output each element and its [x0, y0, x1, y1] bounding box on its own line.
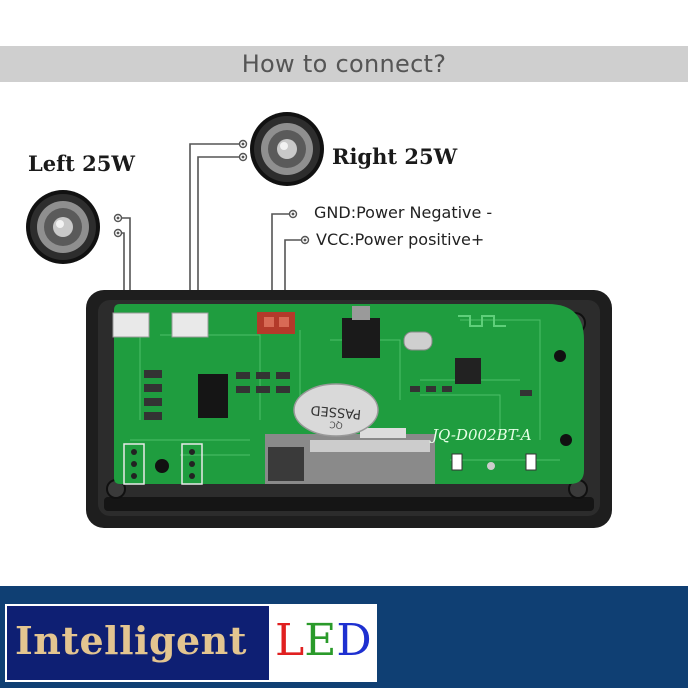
right-wire-b	[197, 156, 240, 292]
antenna-trace	[458, 315, 506, 327]
amp-chip	[198, 374, 228, 418]
gnd-wire	[271, 213, 290, 292]
page-title: How to connect?	[241, 50, 447, 78]
crystal	[403, 331, 433, 351]
terminal-dots	[113, 139, 310, 245]
brand-letter-e: E	[304, 615, 337, 666]
ir-receiver	[155, 459, 169, 473]
vcc-label: VCC:Power positive+	[316, 230, 485, 249]
right-wire-a	[189, 143, 240, 292]
power-connector	[257, 312, 295, 334]
pcb-board: PASSED QC JQ-D002BT-A	[112, 304, 584, 485]
regulator-chip	[342, 318, 380, 358]
left-speaker-icon	[26, 190, 100, 264]
left-speaker-label: Left 25W	[28, 151, 135, 176]
board-model-label: JQ-D002BT-A	[429, 426, 532, 444]
header-pins-right	[181, 443, 203, 485]
brand-footer: Intelligent LED	[0, 586, 688, 688]
brand-word-intelligent: Intelligent	[15, 618, 247, 663]
right-speaker-connector	[171, 312, 209, 338]
header-pins-left	[123, 443, 145, 485]
right-speaker-label: Right 25W	[332, 144, 458, 169]
passed-sticker: PASSED QC	[293, 383, 379, 437]
sticker-sub-label: QC	[329, 418, 343, 429]
right-speaker-icon	[250, 112, 324, 186]
vcc-wire	[284, 239, 302, 292]
left-speaker-connector	[112, 312, 150, 338]
brand-logo: Intelligent LED	[5, 604, 377, 682]
brand-word-led: LED	[275, 608, 372, 674]
left-wire-b	[118, 232, 125, 292]
brand-letter-l: L	[275, 615, 305, 666]
brand-logo-left-panel	[7, 606, 269, 680]
bluetooth-chip	[455, 358, 481, 384]
brand-letter-d: D	[336, 615, 372, 666]
header-banner: How to connect?	[0, 46, 688, 82]
terminal-dot-centers	[116, 142, 307, 242]
gnd-label: GND:Power Negative -	[314, 203, 493, 222]
connection-diagram: PASSED QC JQ-D002BT-A	[26, 112, 612, 528]
passed-sticker-label: PASSED	[310, 402, 362, 421]
